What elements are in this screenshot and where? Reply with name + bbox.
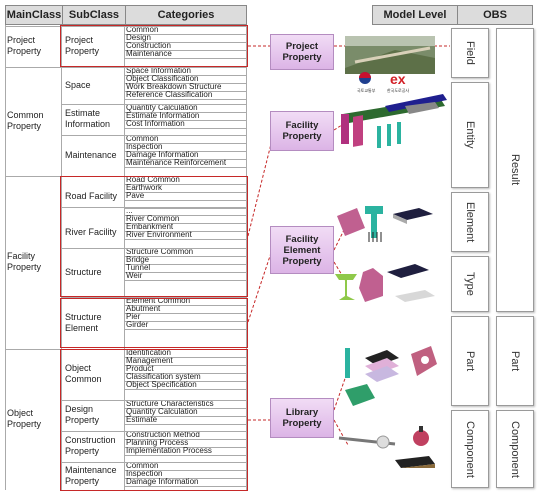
category-item: River Common xyxy=(126,215,180,223)
subclass-maintenance: Maintenance xyxy=(65,149,117,160)
header-obs: OBS xyxy=(457,5,533,25)
subclass-river: River Facility xyxy=(65,226,117,237)
part-models-image xyxy=(345,346,437,406)
category-item: Construction xyxy=(126,42,171,50)
category-item: Space Information xyxy=(126,67,191,75)
subclass-design: Design Property xyxy=(65,404,100,425)
box-library-property: Library Property xyxy=(270,398,334,438)
category-item: Work Breakdown Structure xyxy=(126,83,222,91)
category-item: Damage Information xyxy=(126,151,199,159)
category-item: Product xyxy=(126,365,154,373)
header-subclass: SubClass xyxy=(62,5,126,25)
category-item: Embankment xyxy=(126,223,174,231)
obs-field: Field xyxy=(451,28,489,78)
category-item: Identification xyxy=(126,349,171,357)
obs-entity: Entity xyxy=(451,82,489,188)
subclass-object-common: Object Common xyxy=(65,363,102,384)
subclass-maint-prop: Maintenance Property xyxy=(65,465,117,486)
category-item: Reference Classification xyxy=(126,91,213,99)
header-categories: Categories xyxy=(125,5,247,25)
group-project xyxy=(60,25,248,67)
obs-group-part: Part xyxy=(496,316,534,406)
category-item: Estimate Information xyxy=(126,112,200,120)
category-item: Object Classification xyxy=(126,75,199,83)
field-photo-image xyxy=(345,36,435,74)
category-item: Design xyxy=(126,34,151,42)
box-facility-element-property: Facility Element Property xyxy=(270,226,334,274)
subclass-structure-element: Structure Element xyxy=(65,311,102,333)
element-models-image xyxy=(337,206,433,242)
category-item: Object Specification xyxy=(126,381,197,389)
category-item: Common xyxy=(126,462,159,470)
subclass-space: Space xyxy=(65,79,91,90)
category-item: Girder xyxy=(126,321,149,329)
category-item: Inspection xyxy=(126,143,163,151)
category-item: Pave xyxy=(126,192,145,200)
mainclass-common: Common Property xyxy=(7,110,44,131)
bridge-model-image xyxy=(341,94,447,148)
category-item: Bridge xyxy=(126,256,150,264)
category-item: Road Common xyxy=(126,176,180,184)
category-item: Management xyxy=(126,357,173,365)
category-item: Inspection xyxy=(126,470,163,478)
obs-element: Element xyxy=(451,192,489,252)
subclass-estimate: Estimate Information xyxy=(65,108,111,129)
mainclass-facility: Facility Property xyxy=(7,251,42,272)
category-item: Structure Characteristics xyxy=(126,400,214,408)
category-item: Structure Common xyxy=(126,248,194,256)
header-mainclass: MainClass xyxy=(5,5,63,25)
subclass-road: Road Facility xyxy=(65,190,118,201)
category-item: Classification system xyxy=(126,373,201,381)
obs-part: Part xyxy=(451,316,489,406)
mainclass-object: Object Property xyxy=(7,408,42,429)
obs-component: Component xyxy=(451,410,489,488)
category-item: Construction Method xyxy=(126,431,200,439)
ex-logo: ex xyxy=(390,71,406,87)
group-object xyxy=(60,349,248,491)
mainclass-project: Project Property xyxy=(7,35,42,56)
box-facility-property: Facility Property xyxy=(270,111,334,151)
category-item: Cost Information xyxy=(126,120,185,128)
category-item: River Environment xyxy=(126,231,192,239)
category-item: Quantity Calculation xyxy=(126,104,198,112)
category-item: Maintenance xyxy=(126,50,172,58)
category-item: Damage Information xyxy=(126,478,199,486)
ex-logo-text: 한국도로공사 xyxy=(387,87,409,93)
obs-group-result: Result xyxy=(496,28,534,312)
group-facility xyxy=(60,176,248,297)
category-item: Maintenance Reinforcement xyxy=(126,159,227,167)
category-item: ... xyxy=(126,207,133,215)
subclass-structure: Structure xyxy=(65,266,102,277)
category-item: Abutment xyxy=(126,305,161,313)
category-item: Estimate xyxy=(126,416,158,424)
header-model-level: Model Level xyxy=(372,5,458,25)
obs-type: Type xyxy=(451,256,489,312)
subclass-project: Project Property xyxy=(65,35,100,56)
category-item: Planning Process xyxy=(126,439,189,447)
category-item: Quantity Calculation xyxy=(126,408,198,416)
obs-group-component: Component xyxy=(496,410,534,488)
category-item: Common xyxy=(126,135,159,143)
category-item: Implementation Process xyxy=(126,447,212,455)
model-illustrations: ex 국토교통부 한국도로공사 xyxy=(335,36,447,468)
subclass-construction: Construction Property xyxy=(65,435,116,456)
category-item: Pier xyxy=(126,313,141,321)
group-structure-element xyxy=(60,298,248,348)
component-models-image xyxy=(338,426,435,468)
type-models-image xyxy=(335,264,435,302)
ministry-logo-text: 국토교통부 xyxy=(357,87,376,93)
box-project-property: Project Property xyxy=(270,34,334,70)
category-item: Earthwork xyxy=(126,184,163,192)
category-item: Tunnel xyxy=(126,264,151,272)
category-item: Element Common xyxy=(126,297,191,305)
category-item: Weir xyxy=(126,272,143,280)
category-item: Common xyxy=(126,26,159,34)
